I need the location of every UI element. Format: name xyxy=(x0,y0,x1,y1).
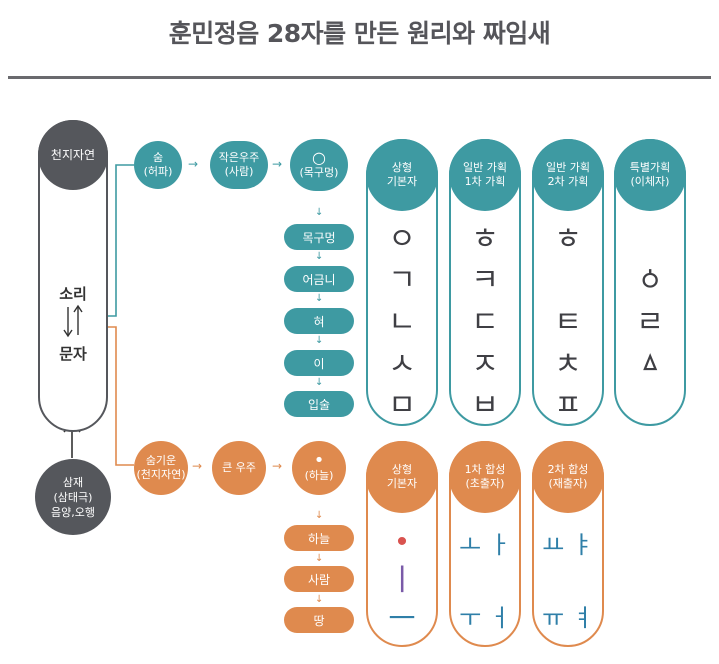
consonant-letter: ㅌ xyxy=(554,305,582,340)
breath-energy-circle: 숨기운 (천지자연) xyxy=(134,441,188,495)
header-line-2: (재출자) xyxy=(548,477,588,490)
header-line-1: 일반 가획 xyxy=(463,161,507,174)
vowel-human: 사람 xyxy=(284,566,354,592)
breath-energy-label: 숨기운 xyxy=(145,454,177,467)
consonant-letter: ㄹ xyxy=(636,305,664,340)
consonant-letter: ㄷ xyxy=(471,305,499,340)
header-line-1: 특별가획 xyxy=(629,161,671,174)
throat-circle: ○ (목구멍) xyxy=(290,139,348,191)
arrow-down-icon: ↓ xyxy=(315,510,324,521)
header-line-1: 상형 xyxy=(391,463,413,476)
arrow-right-icon: → xyxy=(188,157,199,171)
organ-teeth: 이 xyxy=(284,350,354,376)
consonant-letter: ㅍ xyxy=(554,388,582,423)
updown-arrows-icon xyxy=(60,304,86,338)
arrow-right-icon: → xyxy=(192,459,203,473)
arrow-right-icon: → xyxy=(272,157,283,171)
yinyang-label: 음양,오행 xyxy=(51,505,95,519)
vowel-header-basic: 상형 기본자 xyxy=(366,441,438,513)
consonant-letter: ㄴ xyxy=(388,305,416,340)
vowel-heaven: 하늘 xyxy=(284,525,354,551)
consonant-letter: ㄱ xyxy=(388,263,416,298)
header-line-2: 2차 가획 xyxy=(547,175,589,188)
vowel-earth: 땅 xyxy=(284,607,354,633)
header-line-2: (초출자) xyxy=(465,477,505,490)
three-elements-circle: 삼재 (삼태극) 음양,오행 xyxy=(35,459,111,535)
throat-label: (목구멍) xyxy=(299,166,339,179)
vowel-header-first: 1차 합성 (초출자) xyxy=(449,441,521,513)
consonant-letter: ㅈ xyxy=(471,347,499,382)
arrow-down-icon: ↓ xyxy=(315,335,324,346)
vowel-header-second: 2차 합성 (재출자) xyxy=(532,441,604,513)
header-line-2: (이체자) xyxy=(630,175,670,188)
consonant-letter: ㅁ xyxy=(388,388,416,423)
consonant-letter: ㅿ xyxy=(636,347,664,382)
vowel-letter: ㅠ ㅕ xyxy=(542,604,594,632)
header-line-1: 상형 xyxy=(391,161,413,174)
big-universe-label: 큰 우주 xyxy=(222,461,256,474)
throat-symbol: ○ xyxy=(312,148,326,167)
organ-lips: 입술 xyxy=(284,391,354,417)
organ-tongue: 혀 xyxy=(284,308,354,334)
arrow-right-icon: → xyxy=(272,459,283,473)
arrow-down-icon: ↓ xyxy=(315,377,324,388)
human-label: (사람) xyxy=(224,165,254,178)
heaven-label: (하늘) xyxy=(304,469,334,482)
arrow-down-icon: ↓ xyxy=(315,293,324,304)
arrow-down-icon: ↓ xyxy=(315,251,324,262)
consonant-header-stroke1: 일반 가획 1차 가획 xyxy=(449,139,521,211)
small-universe-label: 작은우주 xyxy=(218,151,260,164)
nature-circle: 천지자연 xyxy=(38,120,108,190)
three-elements-label: 삼재 xyxy=(62,475,84,489)
vowel-letter: ㅛ ㅑ xyxy=(542,531,594,559)
big-universe-circle: 큰 우주 xyxy=(212,441,266,495)
heaven-symbol: • xyxy=(313,450,325,471)
vowel-letter: ㅣ xyxy=(388,563,416,598)
consonant-header-basic: 상형 기본자 xyxy=(366,139,438,211)
consonant-header-stroke2: 일반 가획 2차 가획 xyxy=(532,139,604,211)
consonant-letter: ㅎ xyxy=(471,222,499,257)
consonant-letter: ㆁ xyxy=(636,263,664,298)
letter-label: 문자 xyxy=(59,345,87,363)
consonant-letter: ㅊ xyxy=(554,347,582,382)
header-line-2: 기본자 xyxy=(386,477,418,490)
header-line-1: 2차 합성 xyxy=(547,463,589,476)
consonant-letter: ㅂ xyxy=(471,388,499,423)
vowel-letter: • xyxy=(396,524,408,559)
header-line-1: 1차 합성 xyxy=(464,463,506,476)
consonant-letter: ㅎ xyxy=(554,222,582,257)
breath-label: 숨 xyxy=(152,151,164,164)
title-divider xyxy=(8,76,711,79)
consonant-letter: ㅅ xyxy=(388,347,416,382)
small-universe-circle: 작은우주 (사람) xyxy=(210,141,268,189)
header-line-2: 기본자 xyxy=(386,175,418,188)
taegeuk-label: (삼태극) xyxy=(53,490,93,504)
organ-throat: 목구멍 xyxy=(284,224,354,250)
consonant-letter: ㅋ xyxy=(471,263,499,298)
nature-sub-label: (천지자연) xyxy=(136,468,186,481)
breath-lungs-circle: 숨 (허파) xyxy=(134,141,182,189)
lungs-label: (허파) xyxy=(143,165,173,178)
arrow-down-icon: ↓ xyxy=(315,594,324,605)
vowel-letter: ㅗ ㅏ xyxy=(459,531,511,559)
arrow-down-icon: ↓ xyxy=(315,553,324,564)
consonant-letter: ㅇ xyxy=(388,222,416,257)
vowel-letter: ㅡ xyxy=(388,602,416,637)
vowel-letter: ㅜ ㅓ xyxy=(459,604,511,632)
organ-molar: 어금니 xyxy=(284,266,354,292)
page-title: 훈민정음 28자를 만든 원리와 짜임새 xyxy=(168,19,551,48)
consonant-header-special: 특별가획 (이체자) xyxy=(614,139,686,211)
arrow-down-icon: ↓ xyxy=(315,207,324,218)
sound-label: 소리 xyxy=(59,285,87,303)
header-line-1: 일반 가획 xyxy=(546,161,590,174)
header-line-2: 1차 가획 xyxy=(464,175,506,188)
nature-label: 천지자연 xyxy=(50,148,96,162)
heaven-circle: • (하늘) xyxy=(292,441,346,495)
